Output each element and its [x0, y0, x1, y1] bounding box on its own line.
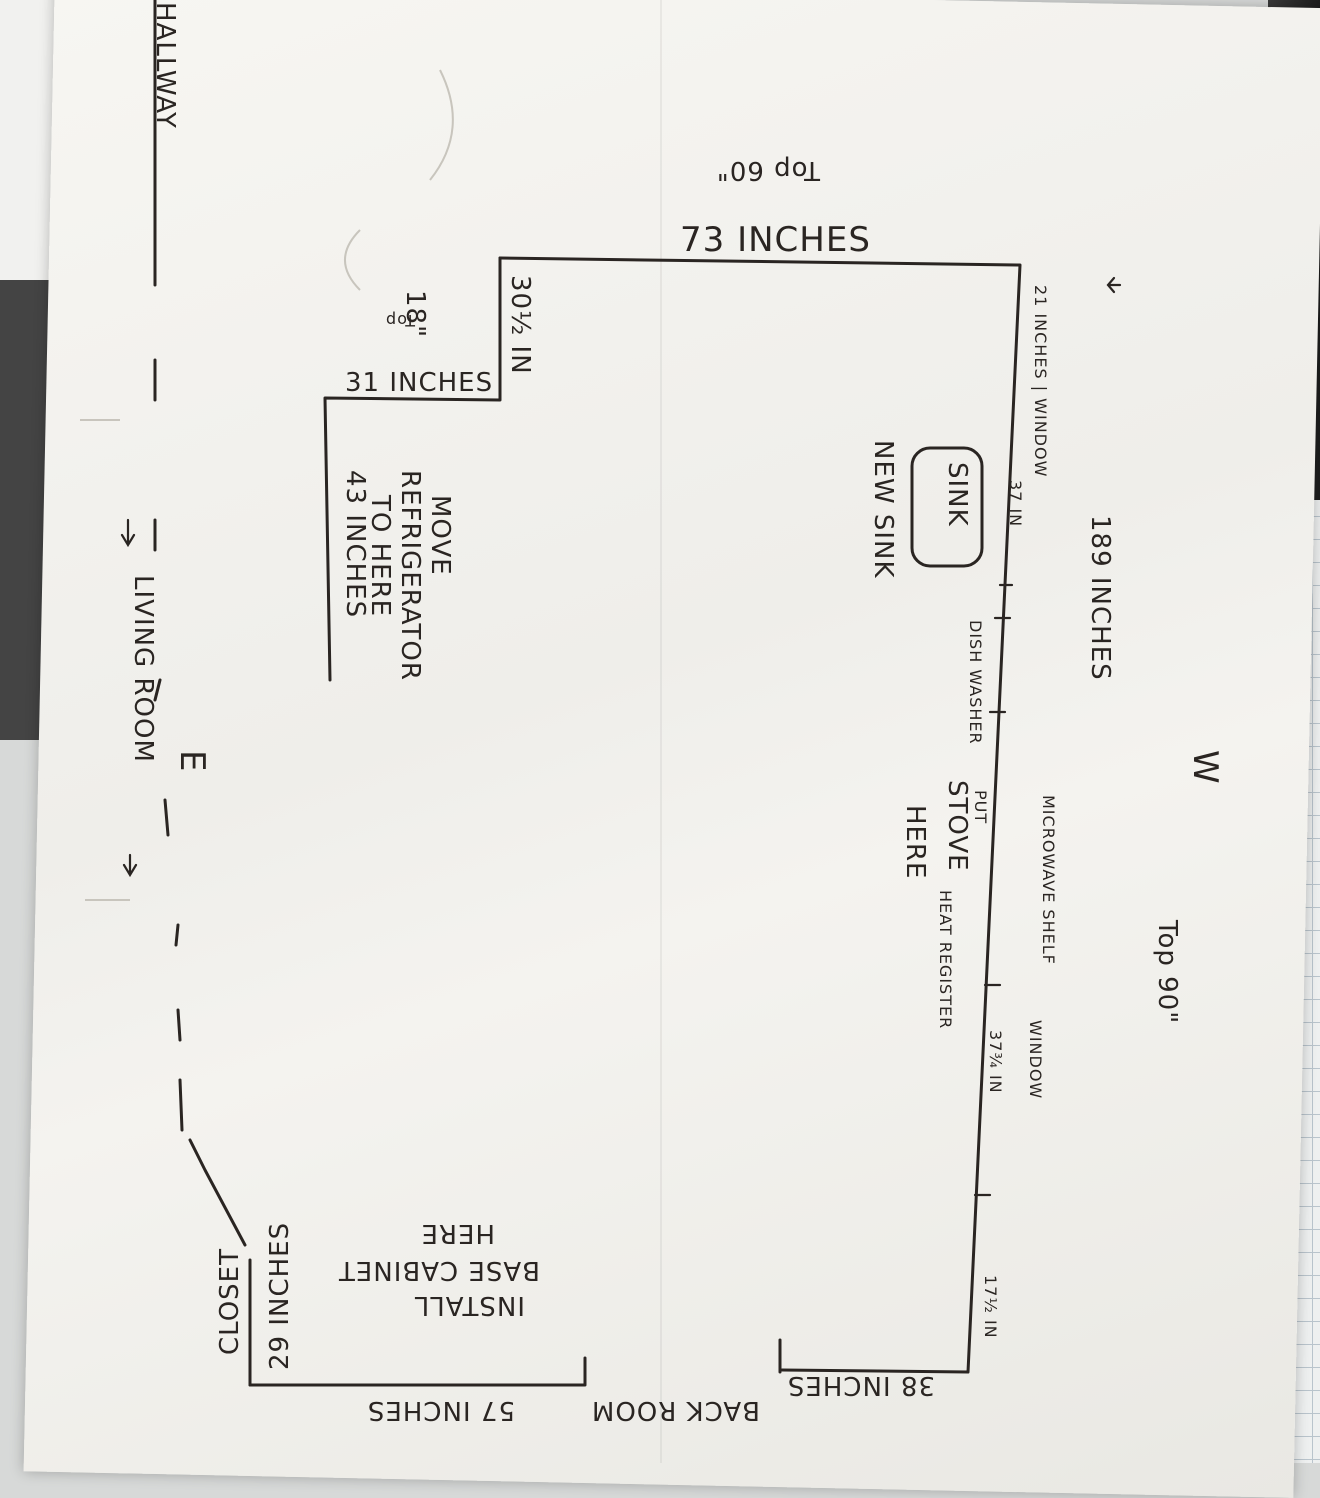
install-line-2: BASE CABINET	[337, 1255, 540, 1285]
window-37-3-4-label: 37¾ IN	[986, 1030, 1005, 1094]
compass-e: E	[172, 750, 212, 773]
stove-here-label: HERE	[900, 805, 930, 880]
inches-31-label: 31 INCHES	[345, 368, 494, 398]
window-37-label: 37 IN	[1006, 480, 1025, 528]
top-label: Top	[385, 311, 415, 330]
new-sink-label: NEW SINK	[868, 440, 898, 579]
microwave-shelf-label: MICROWAVE SHELF	[1039, 795, 1058, 965]
back-room-label: BACK ROOM	[590, 1395, 760, 1425]
inches-38-label: 38 INCHES	[786, 1370, 935, 1400]
window-label: WINDOW	[1026, 1020, 1045, 1100]
install-line-1: INSTALL	[413, 1290, 525, 1320]
top-90-label: Top 90"	[1152, 920, 1182, 1025]
inches-43-label: 43 INCHES	[340, 470, 370, 619]
inches-21-window-label: 21 INCHES | WINDOW	[1031, 285, 1050, 478]
living-room-label: LIVING ROOM	[128, 575, 158, 763]
sink-label: SINK	[942, 462, 972, 527]
inches-57-label: 57 INCHES	[366, 1395, 515, 1425]
put-label: PUT	[971, 790, 990, 825]
closet-label: CLOSET	[215, 1248, 245, 1355]
compass-w: W	[1185, 750, 1225, 785]
paper-fold	[660, 0, 662, 1463]
stove-label: STOVE	[942, 780, 972, 872]
move-fridge-line-1: MOVE	[425, 495, 455, 576]
height-30-5-label: 30½ IN	[505, 275, 535, 375]
install-line-3: HERE	[420, 1218, 495, 1248]
total-189-label: 189 INCHES	[1085, 515, 1115, 681]
dish-washer-label: DISH WASHER	[966, 620, 985, 745]
inches-17-5-label: 17½ IN	[981, 1275, 1000, 1339]
floor-plan-drawing	[80, 0, 1122, 1387]
hallway-label: HALLWAY	[150, 2, 180, 129]
width-73-label: 73 INCHES	[680, 220, 871, 260]
top-60-label: Top 60"	[715, 155, 820, 185]
move-fridge-line-2: REFRIGERATOR	[395, 470, 425, 681]
heat-register-label: HEAT REGISTER	[936, 890, 955, 1030]
inches-29-label: 29 INCHES	[265, 1221, 295, 1370]
